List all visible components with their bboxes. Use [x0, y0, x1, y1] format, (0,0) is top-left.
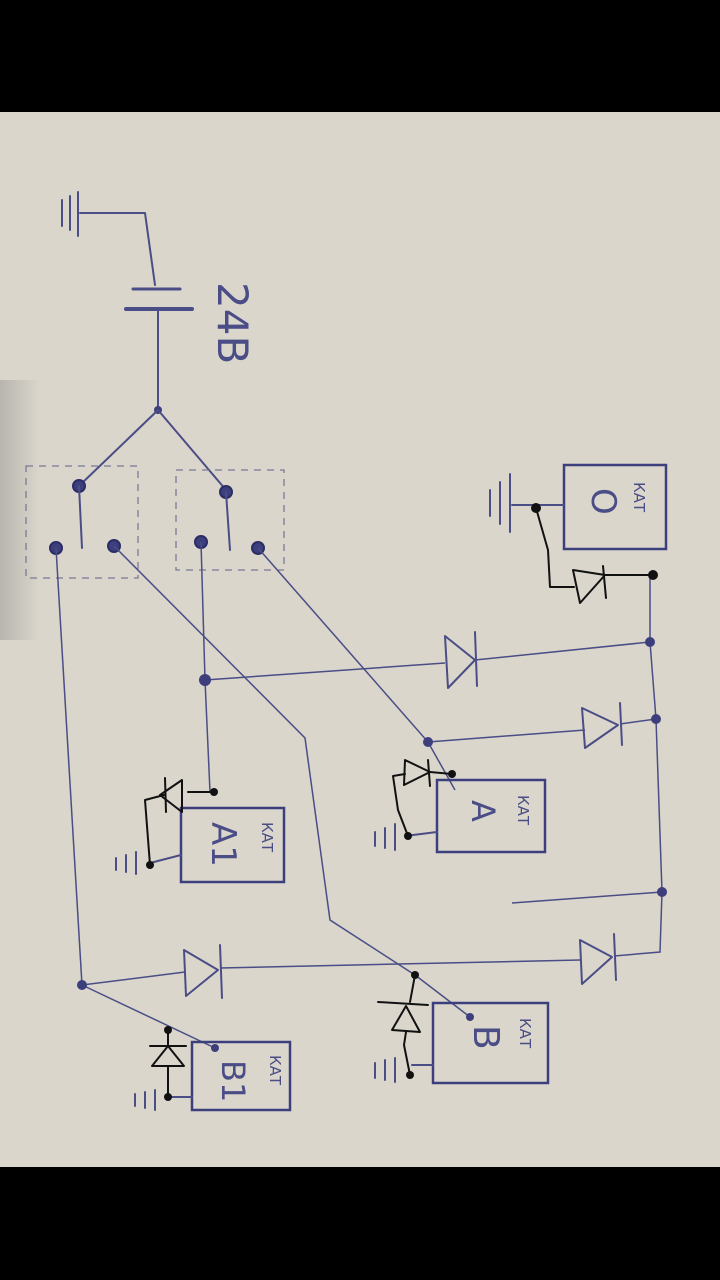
block-B-label: B [465, 1025, 506, 1050]
diode-4 [579, 933, 617, 985]
block-A1: КАТ A1 [115, 806, 286, 884]
wiring [55, 541, 667, 1049]
block-O-tag: КАТ [630, 482, 648, 513]
block-B: КАТ B [374, 1001, 550, 1085]
block-A1-label: A1 [203, 822, 243, 867]
marker-diode-A1 [144, 777, 218, 869]
marker-diode-O [531, 503, 658, 604]
paper-shadow [0, 380, 40, 640]
block-B1: КАТ B1 [134, 1040, 292, 1112]
battery-symbol: 24В [124, 282, 257, 411]
marker-diode-A [392, 759, 456, 840]
marker-diode-B1 [149, 1026, 187, 1101]
block-A1-tag: КАТ [258, 822, 276, 853]
block-O-label: O [583, 488, 623, 515]
block-A-tag: КАТ [514, 795, 532, 826]
block-A: КАТ A [374, 778, 547, 854]
paper-sheet [0, 112, 720, 1167]
block-B-tag: КАТ [516, 1018, 534, 1049]
marker-diode-B [377, 971, 429, 1079]
block-A-label: A [464, 800, 502, 822]
diode-2 [581, 702, 623, 749]
battery-voltage-label: 24В [208, 282, 257, 364]
block-B1-tag: КАТ [266, 1055, 284, 1086]
block-B1-label: B1 [214, 1060, 252, 1102]
diode-3 [183, 944, 223, 999]
ground-symbol-top [61, 191, 156, 286]
block-O: КАТ O [489, 463, 668, 551]
diode-1 [444, 631, 478, 689]
switch-group [25, 406, 285, 579]
